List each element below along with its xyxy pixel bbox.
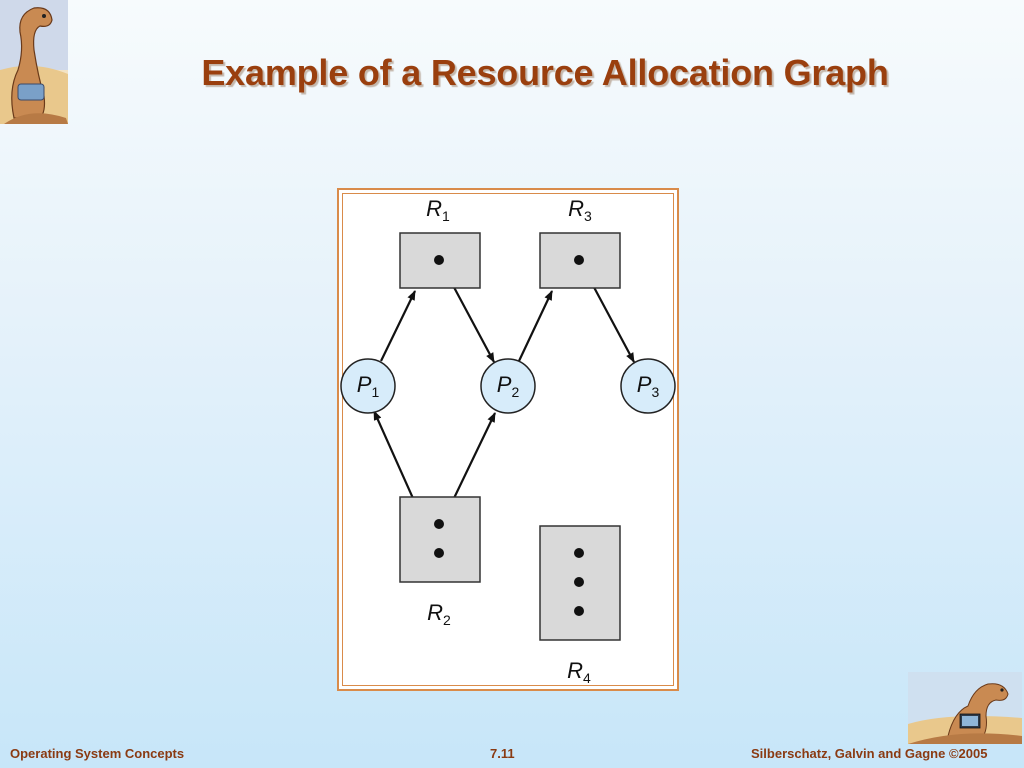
svg-text:P3: P3 xyxy=(637,372,660,400)
resource-instance-dot xyxy=(434,255,444,265)
process-p2: P2 xyxy=(480,358,536,414)
resource-allocation-graph: P1 P2 P3 R1 R3 R2 R4 xyxy=(340,196,676,686)
footer-book-title: Operating System Concepts xyxy=(10,746,185,761)
resource-instance-dot xyxy=(574,577,584,587)
resource-instance-dot xyxy=(574,548,584,558)
resource-instance-dot xyxy=(574,255,584,265)
footer-copyright: Silberschatz, Galvin and Gagne ©2005 xyxy=(751,746,988,761)
process-p1: P1 xyxy=(340,358,396,414)
process-p3: P3 xyxy=(620,358,676,414)
resource-instance-dot xyxy=(434,519,444,529)
resource-r3 xyxy=(539,232,621,289)
svg-text:P2: P2 xyxy=(497,372,520,400)
resource-instance-dot xyxy=(574,606,584,616)
edge-p1-r1 xyxy=(380,290,416,362)
label-r4: R4 xyxy=(567,658,591,686)
label-r2: R2 xyxy=(427,600,451,628)
resource-r2 xyxy=(399,496,481,583)
svg-text:P1: P1 xyxy=(357,372,380,400)
dinosaur-logo xyxy=(0,0,68,124)
resource-r1 xyxy=(399,232,481,289)
label-r3: R3 xyxy=(568,196,592,224)
page-title: Example of a Resource Allocation Graph xyxy=(201,52,889,93)
resource-instance-dot xyxy=(434,548,444,558)
edge-p2-r3 xyxy=(518,290,553,362)
diagram-frame xyxy=(337,188,679,691)
resource-r4 xyxy=(539,525,621,641)
dinosaur-laptop-logo xyxy=(908,672,1022,744)
footer-page-number: 7.11 xyxy=(490,746,515,761)
label-r1: R1 xyxy=(426,196,450,224)
